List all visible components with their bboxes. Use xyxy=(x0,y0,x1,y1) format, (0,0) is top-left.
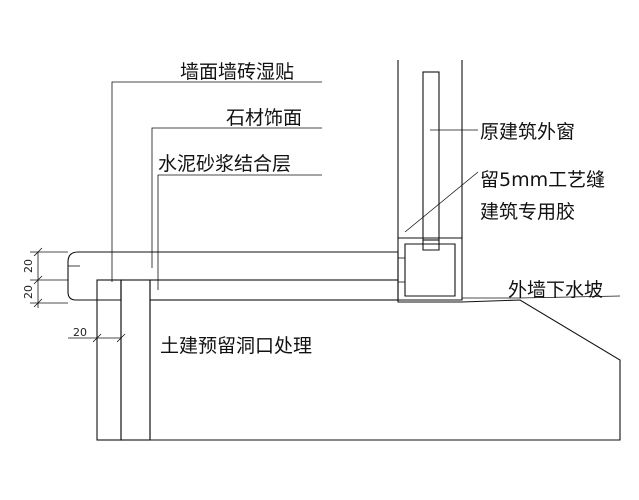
sealant-joint xyxy=(397,257,406,283)
dim-tick-bottom xyxy=(33,298,43,308)
leader-mortar-layer xyxy=(157,174,322,290)
label-sealant: 建筑专用胶 xyxy=(480,201,575,223)
window-subframe-inner xyxy=(404,243,456,297)
label-gap-note: 留5mm工艺缝 xyxy=(480,169,605,191)
dim-tick-top xyxy=(33,247,43,257)
leader-slope-tail xyxy=(519,295,621,299)
label-opening-treatment: 土建预留洞口处理 xyxy=(160,335,312,357)
dim-h-tick-left xyxy=(92,333,102,343)
window-subframe xyxy=(397,237,463,301)
dim-h-tick-right xyxy=(116,333,126,343)
left-wall-strip xyxy=(96,279,122,441)
window-glass-section xyxy=(422,71,440,241)
label-wall-tile: 墙面墙砖湿贴 xyxy=(180,61,294,83)
window-glazing-bead xyxy=(422,240,440,251)
leader-stone-finish xyxy=(151,127,322,268)
label-mortar-layer: 水泥砂浆结合层 xyxy=(158,153,291,175)
label-original-window: 原建筑外窗 xyxy=(480,121,575,143)
dim-tick-mid xyxy=(33,275,43,285)
label-exterior-slope: 外墙下水坡 xyxy=(508,279,603,301)
dim-mortar-thickness: 20 xyxy=(22,285,35,299)
dim-stone-thickness: 20 xyxy=(22,259,35,273)
dim-wall-offset: 20 xyxy=(73,326,87,339)
label-stone-finish: 石材饰面 xyxy=(226,107,302,129)
mortar-vertical-layer xyxy=(120,279,151,441)
concrete-wall-body xyxy=(149,299,621,441)
leader-wall-tile xyxy=(111,81,322,282)
stone-sill-slab xyxy=(67,251,399,301)
mortar-horizontal-layer xyxy=(149,279,399,301)
leader-gap-note xyxy=(404,171,479,233)
